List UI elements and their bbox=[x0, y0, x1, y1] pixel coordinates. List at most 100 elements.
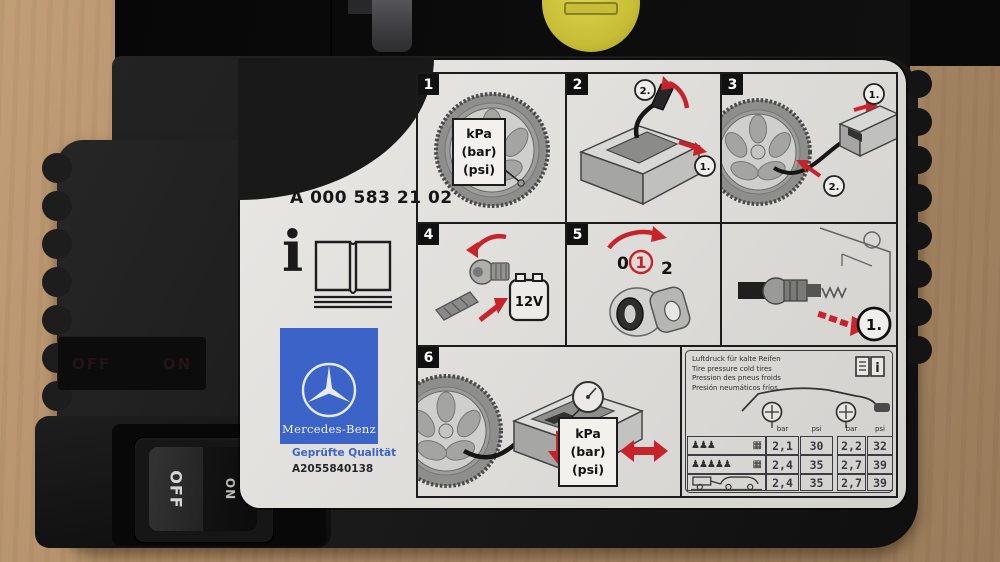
panel-number: 6 bbox=[418, 347, 439, 368]
cooling-fin bbox=[904, 146, 932, 174]
power-rocker-switch: OFF ON bbox=[149, 447, 257, 531]
unit-psi: (psi) bbox=[462, 162, 496, 178]
table-border bbox=[685, 350, 893, 493]
quality-text: Geprüfte Qualität bbox=[292, 447, 397, 459]
table-titles: Luftdruck für kalte Reifen Tire pressure… bbox=[692, 355, 781, 393]
col-header: psi bbox=[874, 425, 886, 433]
cooling-fin bbox=[904, 70, 932, 98]
cooling-fin bbox=[42, 305, 72, 335]
col-header: bar bbox=[776, 425, 789, 433]
grid-line bbox=[418, 345, 896, 347]
cooling-fin bbox=[904, 298, 932, 326]
value-front-bar: 2,4 bbox=[766, 455, 799, 474]
book-i-glyph: i bbox=[875, 361, 879, 376]
grid-line bbox=[565, 74, 567, 347]
connector-detail-diagram: 1. bbox=[738, 227, 892, 342]
grid-line bbox=[720, 74, 722, 347]
unit-kpa: kPa bbox=[575, 425, 601, 441]
switch-on-label: ON bbox=[223, 477, 237, 501]
panel-number: 2 bbox=[567, 74, 588, 95]
occupant-icons: ♟♟♟ bbox=[691, 440, 716, 451]
ignition-key-icon: 0 1 2 bbox=[607, 226, 691, 337]
panel-3-detail: 1. bbox=[722, 224, 896, 345]
cooling-fin bbox=[42, 229, 72, 259]
unit-bar: (bar) bbox=[461, 143, 497, 159]
value-front-bar: 2,1 bbox=[766, 436, 799, 455]
car-silhouette-icon bbox=[741, 387, 890, 428]
switch-off-side: OFF bbox=[149, 447, 203, 531]
brand-name: Mercedes-Benz bbox=[282, 422, 376, 436]
device-seam bbox=[330, 0, 332, 94]
value-front-psi: 35 bbox=[800, 455, 833, 474]
col-header: bar bbox=[845, 425, 858, 433]
step-badge: 2. bbox=[640, 86, 651, 97]
sticker-number: A2055840138 bbox=[292, 463, 374, 475]
value-rear-bar: 2,7 bbox=[837, 455, 866, 474]
ignition-pos-1: 1 bbox=[635, 253, 646, 272]
part-number: A 000 583 21 02 bbox=[290, 188, 453, 208]
valve-and-plug-diagram: 12V bbox=[435, 234, 550, 322]
value-front-psi: 30 bbox=[800, 436, 833, 455]
unit-psi: (psi) bbox=[571, 462, 605, 478]
grid-line bbox=[418, 222, 896, 224]
step-badge: 1. bbox=[869, 90, 880, 101]
load-row-icon five-occupants-luggage-icon: ♟♟♟♟♟ ▦ bbox=[687, 455, 766, 474]
value-rear-psi: 39 bbox=[867, 455, 893, 474]
instruction-label: A 000 583 21 02 i Mercedes-Benz Geprüfte… bbox=[238, 58, 906, 508]
title-es: Presión neumáticos fríos bbox=[692, 383, 778, 392]
grid-line bbox=[680, 347, 682, 496]
step-badge: 2. bbox=[829, 182, 840, 193]
panel-4: 12V 4 bbox=[418, 224, 565, 345]
yellow-button-marking bbox=[564, 2, 618, 15]
load-row-icon three-occupants-luggage-icon: ♟♟♟ ▦ bbox=[687, 436, 766, 455]
title-de: Luftdruck für kalte Reifen bbox=[692, 355, 781, 363]
title-en: Tire pressure cold tires bbox=[692, 364, 772, 373]
cooling-fin bbox=[904, 336, 932, 364]
embossed-on-label: ON bbox=[162, 354, 192, 373]
luggage-icon: ▦ bbox=[752, 459, 762, 470]
step-badge: 1. bbox=[700, 162, 711, 173]
unit-bar: (bar) bbox=[570, 443, 606, 459]
switch-off-label: OFF bbox=[166, 469, 186, 509]
ignition-pos-2: 2 bbox=[661, 259, 673, 279]
panel-5: 0 1 2 5 bbox=[567, 224, 720, 345]
manual-reference-icon: i bbox=[855, 356, 885, 377]
col-header: psi bbox=[811, 425, 822, 433]
unit-kpa: kPa bbox=[466, 125, 492, 141]
pressure-units-box: kPa (bar) (psi) bbox=[452, 118, 506, 186]
value-rear-bar: 2,7 bbox=[837, 474, 866, 491]
step-badge: 1. bbox=[866, 316, 882, 334]
instruction-grid: 1 kPa (bar) (psi) bbox=[416, 72, 898, 498]
embossed-off-label: OFF bbox=[72, 354, 112, 373]
mercedes-star-icon bbox=[301, 362, 357, 418]
panel-2: 2. 1. 2 bbox=[567, 74, 720, 222]
mercedes-logo-box: Mercedes-Benz bbox=[280, 328, 378, 444]
pressure-units-box: kPa (bar) (psi) bbox=[558, 417, 618, 487]
load-row-icon trailer-icon bbox=[687, 474, 766, 491]
panel-number: 5 bbox=[567, 224, 588, 245]
panel-number: 1 bbox=[418, 74, 439, 95]
value-rear-bar: 2,2 bbox=[837, 436, 866, 455]
cooling-fin bbox=[904, 184, 932, 212]
tire-pressure-table: Luftdruck für kalte Reifen Tire pressure… bbox=[682, 347, 896, 496]
embossed-off-on-marking: OFF ON bbox=[58, 336, 206, 390]
value-front-psi: 35 bbox=[800, 474, 833, 491]
value-rear-psi: 39 bbox=[867, 474, 893, 491]
12v-socket-label: 12V bbox=[515, 295, 543, 310]
value-front-bar: 2,4 bbox=[766, 474, 799, 491]
label-corner-cutout bbox=[238, 58, 434, 200]
panel-number: 3 bbox=[722, 74, 743, 95]
trailer-icon bbox=[691, 476, 762, 490]
cooling-fin bbox=[42, 153, 72, 183]
latch-clip bbox=[372, 0, 412, 52]
value-rear-psi: 32 bbox=[867, 436, 893, 455]
latch-clip-small bbox=[348, 0, 372, 14]
ignition-pos-0: 0 bbox=[617, 254, 629, 274]
occupant-icons: ♟♟♟♟♟ bbox=[691, 459, 732, 470]
panel-6: 6 kPa (bar) (psi) bbox=[418, 347, 680, 496]
panel-number: 4 bbox=[418, 224, 439, 245]
luggage-icon: ▦ bbox=[752, 440, 762, 451]
cooling-fin bbox=[904, 108, 932, 136]
open-book-icon bbox=[314, 240, 392, 309]
